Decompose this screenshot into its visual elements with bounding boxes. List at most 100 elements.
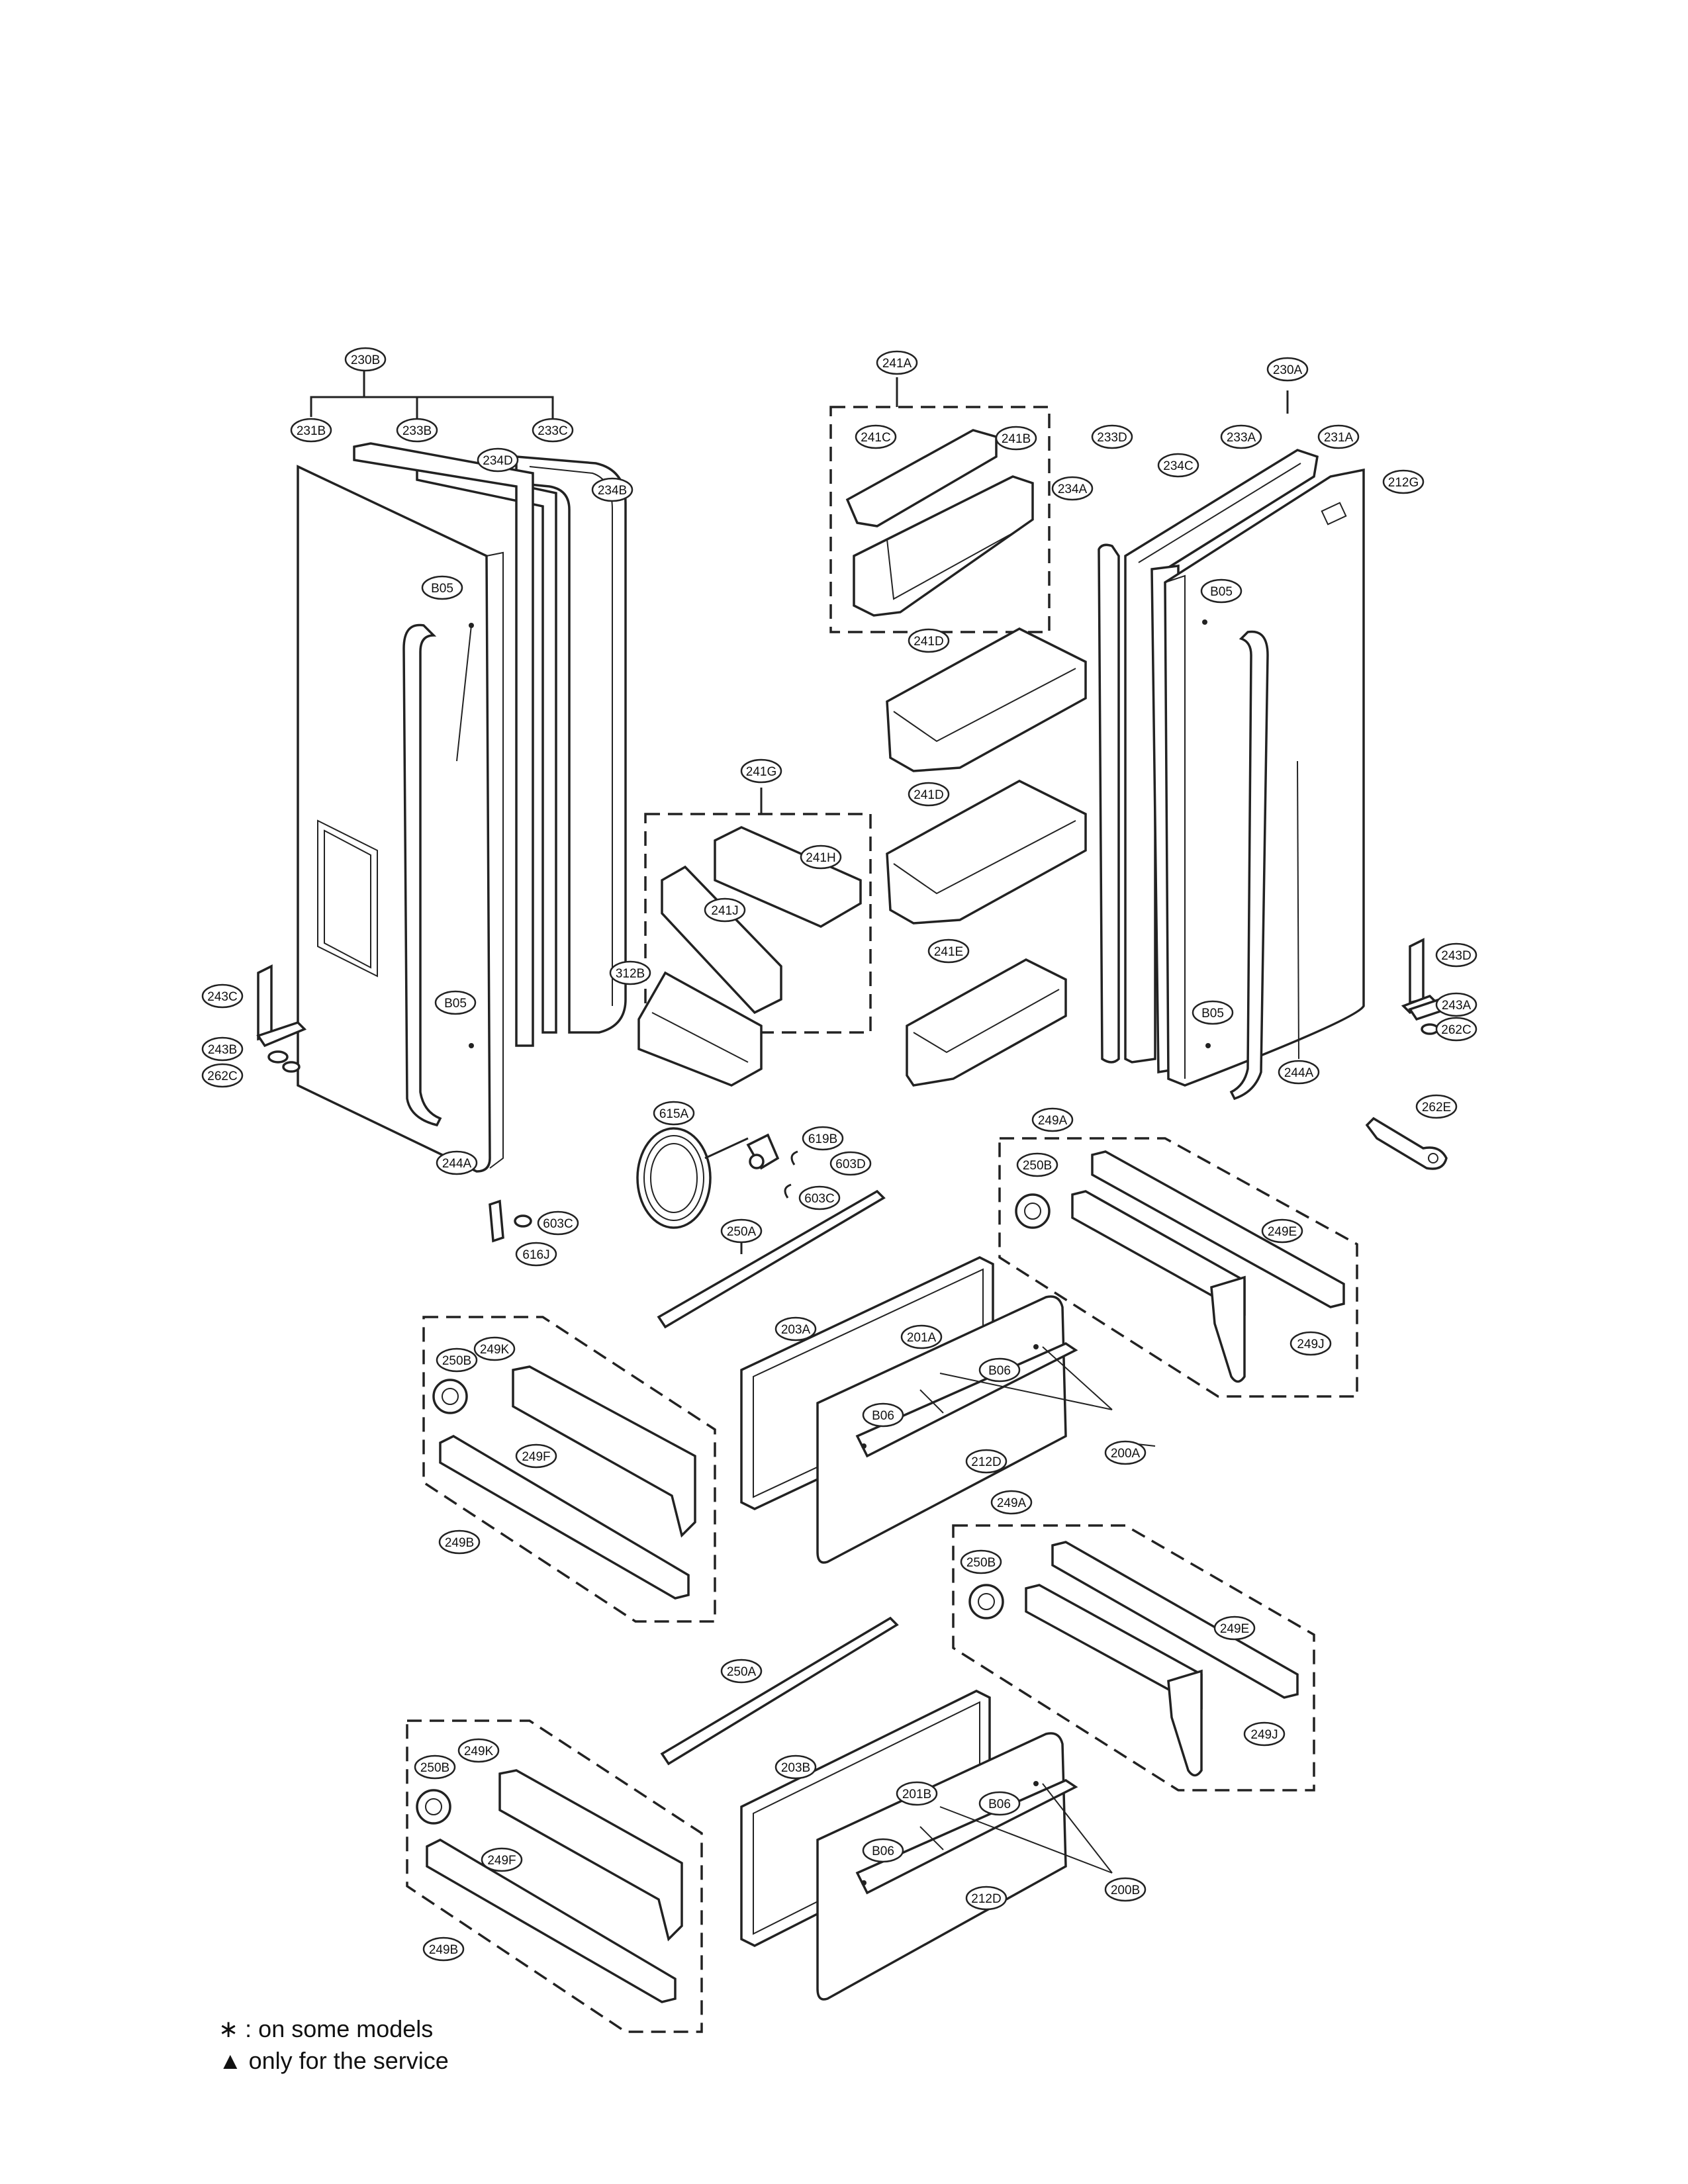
- callout-text: 249E: [1220, 1622, 1249, 1636]
- callout-603c: 603C: [798, 1185, 841, 1210]
- callout-text: 249A: [1038, 1114, 1068, 1128]
- callout-text: 241A: [882, 357, 912, 371]
- leader-lines: [456, 625, 1299, 1874]
- callout-text: 241H: [806, 851, 835, 865]
- callout-203a: 203A: [774, 1316, 817, 1342]
- callout-234c: 234C: [1157, 453, 1199, 478]
- callout-249b: 249B: [422, 1936, 465, 1962]
- callout-249f: 249F: [481, 1847, 523, 1872]
- callout-241b: 241B: [995, 426, 1037, 451]
- callout-text: 203A: [781, 1323, 811, 1337]
- callout-249j: 249J: [1289, 1331, 1332, 1356]
- callout-243c: 243C: [201, 983, 244, 1009]
- callout-text: 241C: [861, 431, 890, 445]
- callout-262e: 262E: [1415, 1094, 1458, 1119]
- callout-250a: 250A: [720, 1659, 763, 1684]
- callout-text: 249K: [480, 1343, 510, 1357]
- callout-text: 234B: [598, 484, 627, 498]
- callout-text: 234A: [1058, 482, 1088, 496]
- callout-text: 249J: [1250, 1728, 1278, 1742]
- callout-text: 212G: [1388, 476, 1419, 490]
- callout-234d: 234D: [477, 447, 519, 473]
- callout-text: 212D: [971, 1892, 1001, 1906]
- legend-service-only: ▲ only for the service: [218, 2047, 449, 2074]
- callout-text: 231A: [1324, 431, 1354, 445]
- callout-603d: 603D: [829, 1151, 872, 1176]
- callout-241g: 241G: [740, 758, 782, 784]
- callout-text: 603D: [835, 1158, 865, 1171]
- callout-212g: 212G: [1382, 469, 1425, 494]
- callout-text: 200B: [1111, 1884, 1140, 1897]
- callout-b05: B05: [1192, 1000, 1234, 1025]
- callout-201a: 201A: [900, 1324, 943, 1349]
- callout-text: 250B: [442, 1354, 471, 1368]
- door-bins: [637, 377, 1087, 1087]
- callout-text: B05: [444, 997, 467, 1011]
- callout-243a: 243A: [1435, 992, 1477, 1017]
- callout-text: 249K: [464, 1745, 494, 1758]
- callout-250b: 250B: [1016, 1152, 1058, 1177]
- callout-241a: 241A: [876, 350, 918, 375]
- callout-234a: 234A: [1051, 476, 1094, 501]
- callout-231b: 231B: [290, 418, 332, 443]
- callout-text: 243A: [1442, 999, 1472, 1013]
- callout-text: 241G: [746, 765, 776, 779]
- callout-text: 244A: [442, 1157, 472, 1171]
- callout-text: 201A: [907, 1331, 937, 1345]
- callout-text: B06: [988, 1364, 1011, 1378]
- callout-text: 603C: [543, 1217, 573, 1231]
- callout-text: 234D: [483, 454, 512, 468]
- callout-text: 603C: [804, 1192, 834, 1206]
- callout-text: 243B: [208, 1043, 237, 1057]
- callout-619b: 619B: [802, 1126, 844, 1151]
- callout-text: 230B: [351, 353, 380, 367]
- callout-249e: 249E: [1213, 1615, 1256, 1641]
- callout-231a: 231A: [1317, 424, 1360, 449]
- callout-b05: B05: [434, 990, 477, 1015]
- callout-text: B06: [988, 1797, 1011, 1811]
- callout-201b: 201B: [896, 1781, 938, 1806]
- callout-234b: 234B: [591, 477, 633, 502]
- callout-233a: 233A: [1220, 424, 1262, 449]
- callout-b06: B06: [978, 1357, 1021, 1383]
- callout-text: 250B: [966, 1556, 996, 1570]
- callout-249a: 249A: [990, 1490, 1033, 1515]
- callout-text: 249J: [1297, 1338, 1324, 1351]
- callout-249b: 249B: [438, 1529, 481, 1555]
- callout-text: 619B: [808, 1132, 837, 1146]
- callout-312b: 312B: [609, 960, 651, 985]
- callout-250a: 250A: [720, 1218, 763, 1244]
- callout-b05: B05: [421, 575, 463, 600]
- callout-text: 249A: [997, 1496, 1027, 1510]
- callout-241e: 241E: [927, 938, 970, 964]
- callout-603c: 603C: [537, 1210, 579, 1236]
- callout-text: 262E: [1422, 1101, 1451, 1115]
- callout-text: 249F: [522, 1450, 550, 1464]
- callout-text: 241D: [914, 635, 943, 649]
- callout-text: B05: [1210, 585, 1233, 599]
- callout-243b: 243B: [201, 1036, 244, 1062]
- callout-text: 241J: [711, 904, 738, 918]
- callout-249k: 249K: [457, 1738, 500, 1763]
- callout-241d: 241D: [908, 628, 950, 653]
- callout-200a: 200A: [1104, 1440, 1147, 1465]
- callout-text: 233A: [1227, 431, 1256, 445]
- crisper-drawer-lower: [406, 1524, 1315, 2033]
- callout-244a: 244A: [436, 1150, 478, 1175]
- callout-text: 243D: [1441, 949, 1471, 963]
- callout-250b: 250B: [436, 1347, 478, 1373]
- callout-230a: 230A: [1266, 357, 1309, 382]
- callout-243d: 243D: [1435, 942, 1477, 968]
- callout-text: 200A: [1111, 1447, 1141, 1461]
- callout-text: 233C: [538, 424, 567, 438]
- callout-text: 231B: [297, 424, 326, 438]
- callout-b05: B05: [1200, 578, 1243, 604]
- callout-249j: 249J: [1243, 1721, 1286, 1747]
- water-components: [489, 1127, 798, 1243]
- crisper-drawer-upper: [422, 1137, 1358, 1623]
- callout-203b: 203B: [774, 1754, 817, 1780]
- callout-249k: 249K: [473, 1336, 516, 1361]
- callout-text: 615A: [659, 1107, 689, 1121]
